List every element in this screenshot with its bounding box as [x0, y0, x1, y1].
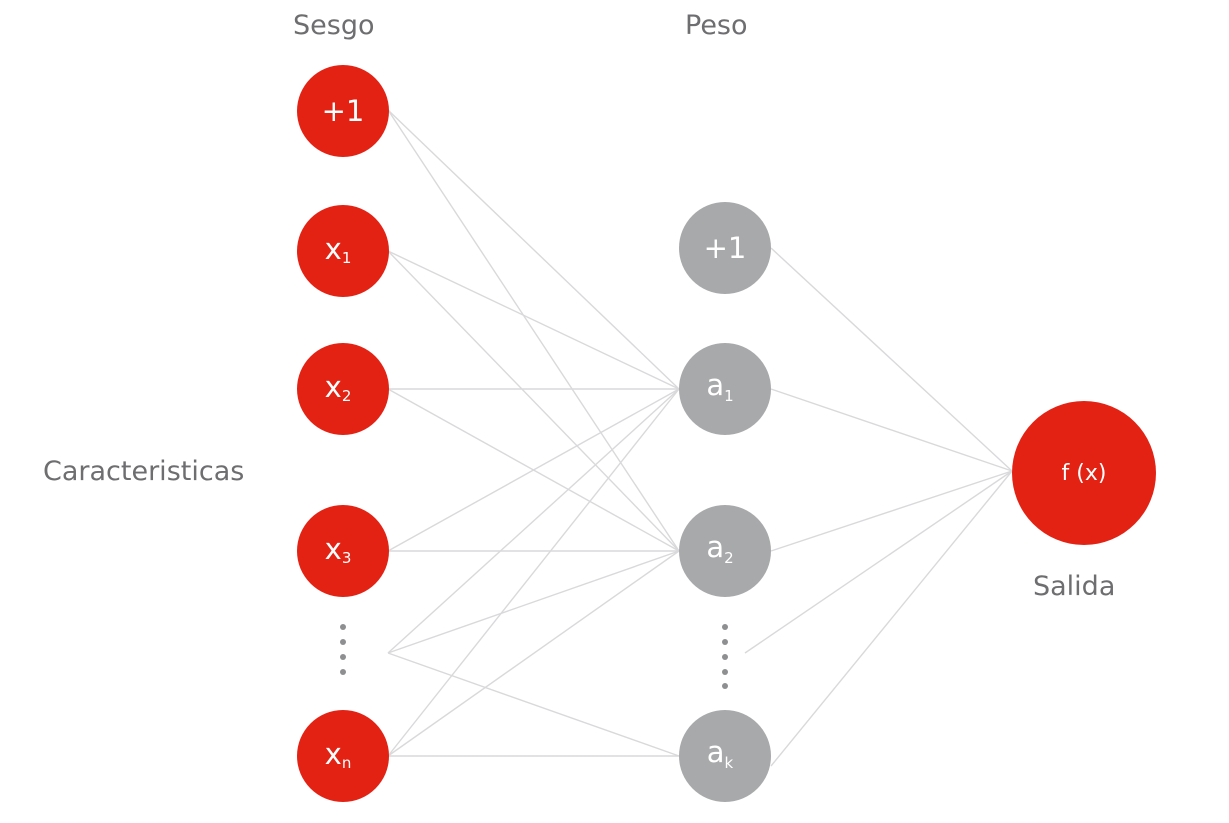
edge-xn-to-a2	[387, 550, 680, 757]
input-node-xn: xn	[297, 710, 389, 802]
edge-ellipsis-to-a1	[387, 388, 680, 654]
input-node-x1-label: x1	[325, 232, 352, 267]
input-node-x2: x2	[297, 343, 389, 435]
input-node-xn-label: xn	[325, 737, 352, 772]
edge-ellipsis-to-ak	[387, 652, 680, 757]
edge-a2-to-output	[770, 470, 1013, 552]
hidden-node-ak-circle	[679, 710, 771, 802]
hidden-node-a1-label: a1	[706, 368, 733, 405]
output-node-circle	[1012, 401, 1156, 545]
header-bias: Sesgo	[293, 10, 375, 41]
edge-a1-to-output	[770, 388, 1013, 472]
edge-ak-to-output	[770, 470, 1013, 767]
connection-lines	[387, 109, 1013, 767]
ellipsis-dot	[722, 639, 728, 645]
hidden-node-a1-circle	[679, 343, 771, 435]
edge-x1-to-a2	[387, 250, 680, 552]
label-output: Salida	[1033, 571, 1116, 602]
edge-hbias-to-output	[770, 247, 1013, 472]
output-node-label: f (x)	[1062, 461, 1107, 486]
edge-xn-to-a1	[387, 388, 680, 757]
input-node-x2-circle	[297, 343, 389, 435]
edge-ellipsis-to-a2	[387, 550, 680, 654]
hidden-node-bias: +1	[679, 202, 771, 294]
hidden-node-bias-circle	[679, 202, 771, 294]
edge-x1-to-a1	[387, 250, 680, 390]
ellipsis-dot	[340, 654, 346, 660]
input-node-x1: x1	[297, 205, 389, 297]
hidden-node-a1: a1	[679, 343, 771, 435]
input-node-x2-label: x2	[325, 370, 352, 405]
edge-bias-to-a2	[387, 109, 680, 552]
label-features: Caracteristicas	[43, 456, 245, 487]
hidden-node-a2: a2	[679, 505, 771, 597]
output-node: f (x)	[1012, 401, 1156, 545]
ellipsis-dot	[340, 639, 346, 645]
header-weight: Peso	[685, 10, 748, 41]
ellipsis-dot	[722, 624, 728, 630]
input-node-x3-circle	[297, 505, 389, 597]
hidden-node-bias-label: +1	[704, 231, 747, 265]
input-node-x1-circle	[297, 205, 389, 297]
edge-bias-to-a1	[387, 109, 680, 390]
ellipsis-dot	[722, 669, 728, 675]
hidden-ellipsis	[722, 624, 728, 689]
edge-x3-to-a1	[387, 388, 680, 552]
hidden-node-a2-label: a2	[706, 530, 733, 567]
edge-hellipsis-to-output	[744, 470, 1013, 654]
input-ellipsis	[340, 624, 346, 675]
input-node-bias: +1	[297, 65, 389, 157]
ellipsis-dot	[722, 654, 728, 660]
ellipsis-dot	[340, 669, 346, 675]
input-node-bias-circle	[297, 65, 389, 157]
input-node-xn-circle	[297, 710, 389, 802]
hidden-node-ak-label: ak	[707, 735, 734, 772]
input-node-bias-label: +1	[322, 94, 365, 128]
ellipsis-dot	[340, 624, 346, 630]
input-node-x3: x3	[297, 505, 389, 597]
input-node-x3-label: x3	[325, 532, 352, 567]
hidden-node-ak: ak	[679, 710, 771, 802]
hidden-node-a2-circle	[679, 505, 771, 597]
ellipsis-dot	[722, 683, 728, 689]
